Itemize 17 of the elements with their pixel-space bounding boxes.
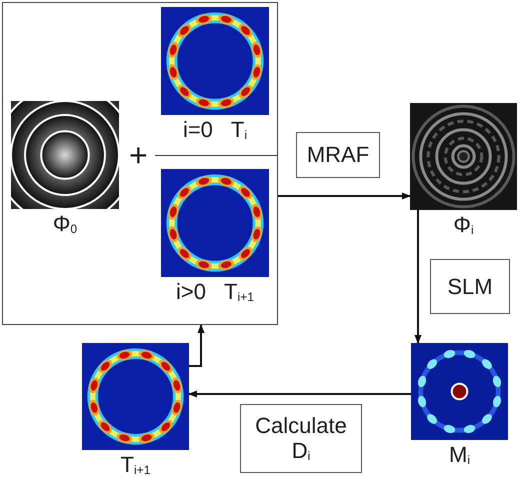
image-label: T$_{i+1}$ bbox=[224, 279, 254, 306]
image-label: Φ$_{i}$ bbox=[453, 212, 474, 239]
process-box: SLM bbox=[430, 259, 510, 314]
image-label: T$_{i+1}$ bbox=[120, 452, 150, 479]
image-label: M$_{i}$ bbox=[448, 442, 470, 469]
plus-sign: + bbox=[129, 139, 148, 171]
image-label: i=0 bbox=[182, 117, 213, 144]
process-box: MRAF bbox=[296, 132, 380, 178]
arrow bbox=[414, 210, 422, 344]
image-label: i>0 bbox=[176, 279, 206, 306]
group-frame bbox=[2, 2, 278, 325]
image-label: Φ$_{0}$ bbox=[52, 211, 78, 238]
arrow bbox=[278, 192, 411, 200]
arrow bbox=[189, 324, 205, 367]
arrow bbox=[188, 390, 411, 398]
image-label: T$_{i}$ bbox=[230, 117, 248, 144]
process-box: Calculate D$_{i}$ bbox=[240, 404, 362, 473]
